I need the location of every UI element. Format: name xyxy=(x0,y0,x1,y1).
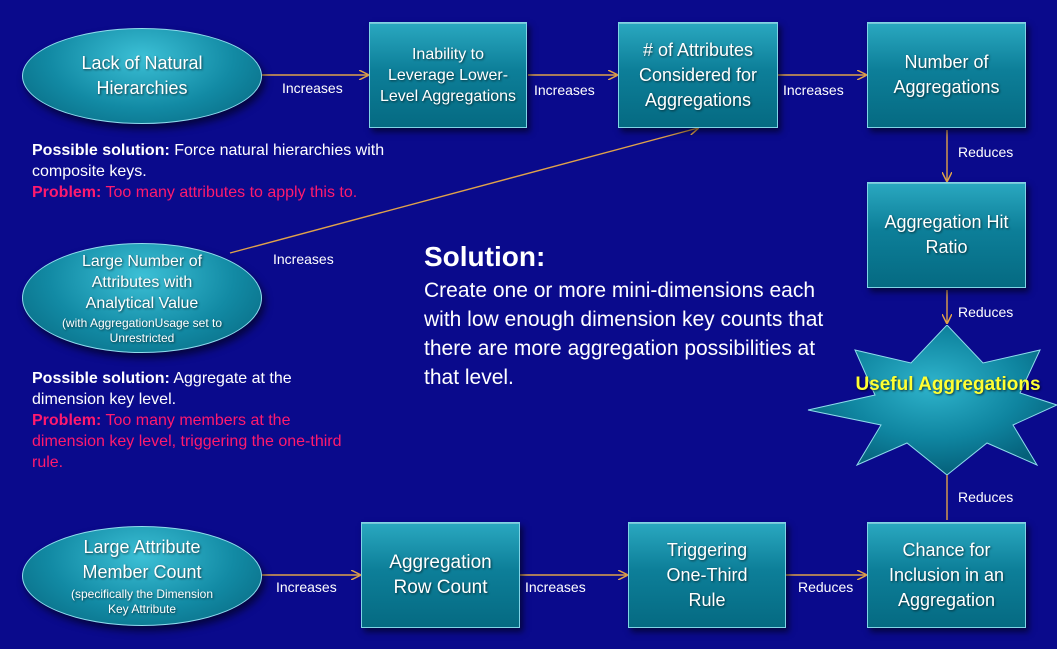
edge-label-e6: Increases xyxy=(273,251,334,267)
edge-label-e4: Reduces xyxy=(958,144,1014,160)
node-subtitle: (with AggregationUsage set to Unrestrict… xyxy=(61,315,223,345)
note-solution-label: Possible solution: xyxy=(32,370,170,387)
solution-title: Solution: xyxy=(424,241,546,272)
node-title: Aggregation Hit Ratio xyxy=(884,212,1009,257)
note-solution-line: Possible solution: Aggregate at the dime… xyxy=(32,368,350,410)
node-number-of-attributes: # of Attributes Considered for Aggregati… xyxy=(618,22,778,128)
node-lack-natural-hierarchies: Lack of Natural Hierarchies xyxy=(22,28,262,124)
node-title: # of Attributes Considered for Aggregati… xyxy=(638,39,758,110)
node-aggregation-hit-ratio: Aggregation Hit Ratio xyxy=(867,182,1026,288)
node-title: Triggering One-Third Rule xyxy=(666,539,748,610)
node-title: Lack of Natural Hierarchies xyxy=(81,53,203,98)
edge-line-e6 xyxy=(229,128,698,254)
node-title: Chance for Inclusion in an Aggregation xyxy=(888,539,1005,610)
edge-label-e7: Increases xyxy=(276,579,337,595)
node-title: Large Attribute Member Count xyxy=(82,537,202,582)
note-solution-hierarchies: Possible solution: Force natural hierarc… xyxy=(32,140,442,203)
edge-label-e1: Increases xyxy=(282,80,343,96)
note-problem-line: Problem: Too many attributes to apply th… xyxy=(32,182,442,203)
edge-label-e8: Increases xyxy=(525,579,586,595)
note-solution-label: Possible solution: xyxy=(32,142,170,159)
edge-label-e2: Increases xyxy=(534,82,595,98)
node-triggering-one-third-rule: Triggering One-Third Rule xyxy=(628,522,786,628)
edge-label-e3: Increases xyxy=(783,82,844,98)
edge-label-e9: Reduces xyxy=(798,579,854,595)
node-useful-aggregations-label: Useful Aggregations xyxy=(855,374,1041,395)
note-solution-text: Aggregate at the dimension key level. xyxy=(32,370,292,408)
note-problem-label: Problem: xyxy=(32,184,102,201)
note-solution-line: Possible solution: Force natural hierarc… xyxy=(32,140,442,182)
edge-label-e5: Reduces xyxy=(958,304,1014,320)
useful-aggregations-star-shape xyxy=(807,325,1057,475)
note-solution-text: Force natural hierarchies with composite… xyxy=(32,142,385,180)
node-aggregation-row-count: Aggregation Row Count xyxy=(361,522,520,628)
solution-body: Create one or more mini-dimensions each … xyxy=(424,279,824,389)
node-number-of-aggregations: Number of Aggregations xyxy=(867,22,1026,128)
node-title: Number of Aggregations xyxy=(893,52,1000,97)
node-subtitle: (specifically the Dimension Key Attribut… xyxy=(70,587,214,616)
note-problem-line: Problem: Too many members at the dimensi… xyxy=(32,410,350,473)
node-inability-leverage: Inability to Leverage Lower-Level Aggreg… xyxy=(369,22,527,128)
node-title: Inability to Leverage Lower-Level Aggreg… xyxy=(379,45,517,105)
note-problem-text: Too many members at the dimension key le… xyxy=(32,412,342,471)
node-large-attribute-member-count: Large Attribute Member Count (specifical… xyxy=(22,526,262,626)
node-title: Large Number of Attributes with Analytic… xyxy=(81,252,203,312)
node-title: Aggregation Row Count xyxy=(389,552,492,598)
node-chance-for-inclusion: Chance for Inclusion in an Aggregation xyxy=(867,522,1026,628)
note-solution-dimension-key: Possible solution: Aggregate at the dime… xyxy=(32,368,350,473)
note-problem-text: Too many attributes to apply this to. xyxy=(101,184,358,201)
note-problem-label: Problem: xyxy=(32,412,102,429)
edge-label-e10: Reduces xyxy=(958,489,1014,505)
node-large-number-of-attributes: Large Number of Attributes with Analytic… xyxy=(22,243,262,353)
